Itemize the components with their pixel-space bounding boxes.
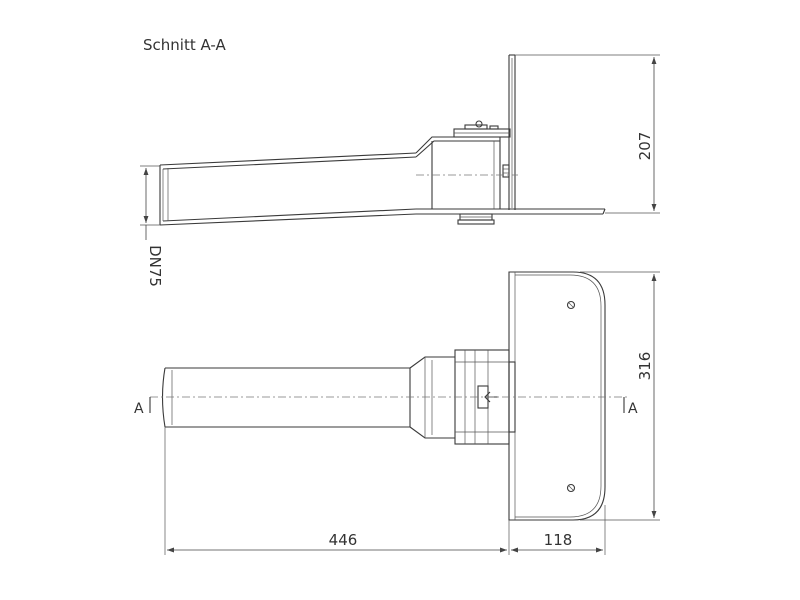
base-plate (416, 208, 606, 215)
section-view: 207 DN75 (140, 54, 660, 287)
section-marker-right: A (623, 397, 638, 417)
pipe-plan (161, 367, 411, 428)
dim-label-316: 316 (636, 352, 654, 381)
dimension-316: 316 (580, 271, 660, 521)
section-title: Schnitt A-A (143, 36, 226, 54)
dimension-207: 207 (515, 54, 660, 214)
clamp-ring-top (453, 120, 511, 138)
flange-plate (508, 271, 606, 521)
screw-hole-bottom (566, 483, 576, 493)
dimension-118: 118 (511, 505, 606, 555)
dimension-dn75: DN75 (140, 165, 164, 287)
screw-hole-top (566, 300, 576, 310)
dim-label-118: 118 (544, 531, 573, 549)
dim-label-207: 207 (636, 132, 654, 161)
section-label-left: A (134, 401, 144, 417)
socket-body (415, 136, 510, 209)
dimension-446: 446 (164, 427, 510, 555)
section-label-right: A (628, 401, 638, 417)
drain-pipe (159, 152, 417, 226)
dim-label-446: 446 (329, 531, 358, 549)
wall-flange (508, 54, 516, 210)
clamp-ring-bottom (457, 213, 495, 225)
section-marker-left: A (134, 397, 151, 417)
dim-label-dn75: DN75 (146, 245, 164, 287)
plan-view: A A 316 446 118 (134, 271, 660, 555)
